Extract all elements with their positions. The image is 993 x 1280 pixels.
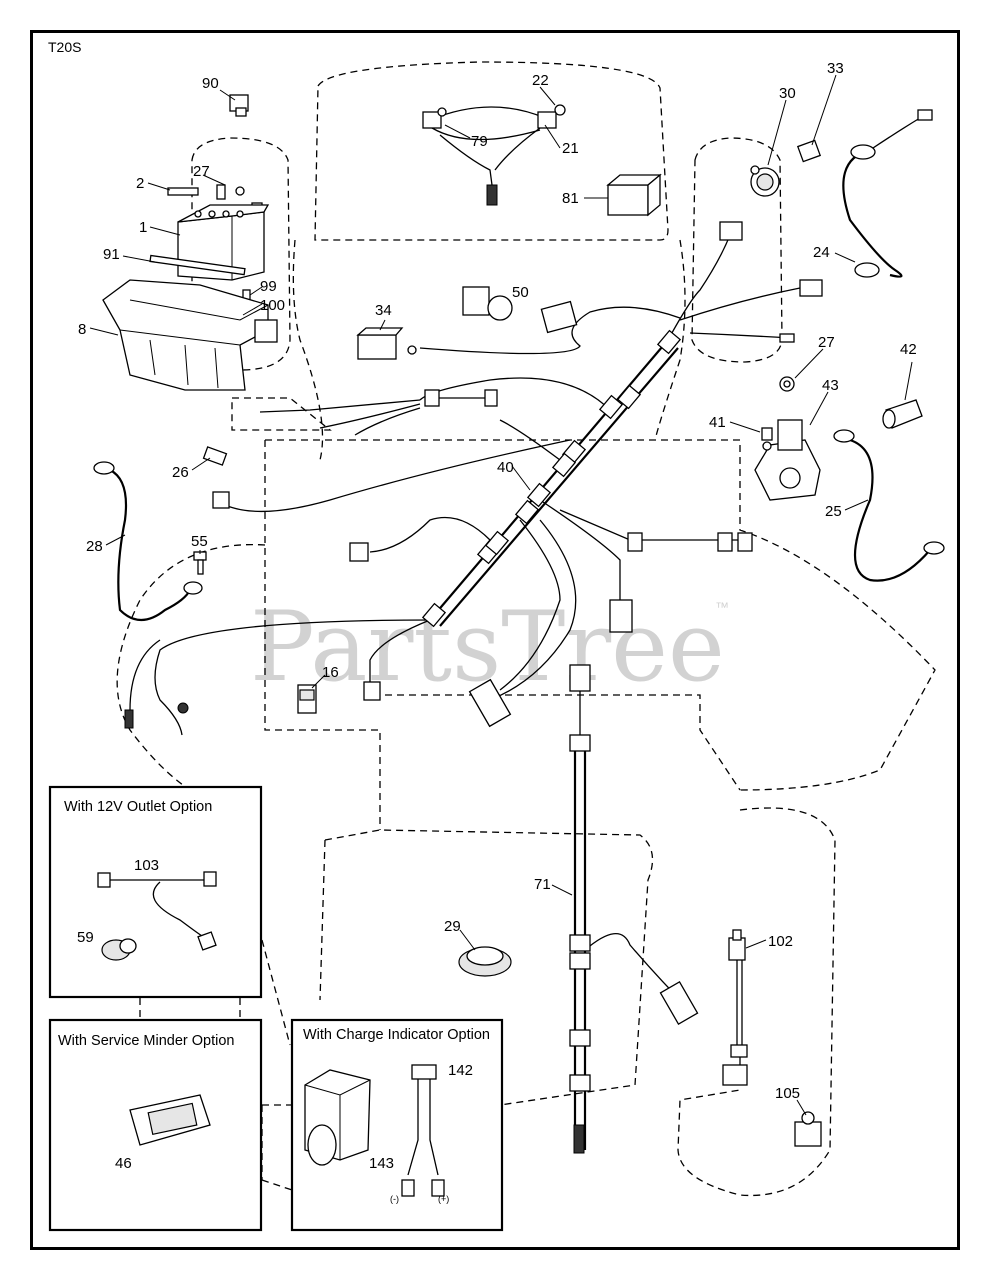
label-90: 90 <box>202 75 219 92</box>
label-33: 33 <box>827 60 844 77</box>
part-27-nut <box>779 376 795 392</box>
label-16: 16 <box>322 664 339 681</box>
label-1: 1 <box>139 219 147 236</box>
label-27a: 27 <box>193 163 210 180</box>
label-55: 55 <box>191 533 208 550</box>
label-2: 2 <box>136 175 144 192</box>
diagram-code: T20S <box>48 39 81 55</box>
part-90 <box>229 94 249 117</box>
charge-terminal-neg: (-) <box>390 1194 399 1204</box>
part-55 <box>193 551 207 575</box>
outlet-option-title: With 12V Outlet Option <box>64 799 212 815</box>
charge-option-title: With Charge Indicator Option <box>303 1027 490 1043</box>
diagram-frame <box>30 30 960 1250</box>
part-16 <box>297 684 317 714</box>
part-30 <box>750 165 780 197</box>
label-30: 30 <box>779 85 796 102</box>
part-102 <box>722 929 748 1086</box>
label-21: 21 <box>562 140 579 157</box>
part-81 <box>606 173 662 217</box>
label-28: 28 <box>86 538 103 555</box>
label-40: 40 <box>497 459 514 476</box>
label-105: 105 <box>775 1085 800 1102</box>
label-103: 103 <box>134 857 159 874</box>
label-8: 8 <box>78 321 86 338</box>
label-91: 91 <box>103 246 120 263</box>
label-34: 34 <box>375 302 392 319</box>
part-42 <box>882 399 923 429</box>
label-22: 22 <box>532 72 549 89</box>
charge-terminal-pos: (+) <box>438 1194 449 1204</box>
part-24 <box>842 109 933 278</box>
connectors <box>212 221 823 1025</box>
label-25: 25 <box>825 503 842 520</box>
label-100: 100 <box>260 297 285 314</box>
label-26: 26 <box>172 464 189 481</box>
label-24: 24 <box>813 244 830 261</box>
part-28-cable <box>93 461 203 622</box>
part-25-cable <box>833 429 945 582</box>
service-option-box: With Service Minder Option 46 <box>48 1018 263 1232</box>
label-99: 99 <box>260 278 277 295</box>
label-27b: 27 <box>818 334 835 351</box>
label-71: 71 <box>534 876 551 893</box>
label-41: 41 <box>709 414 726 431</box>
part-headlights <box>422 104 566 206</box>
part-41 <box>761 427 773 451</box>
part-8-tray <box>102 279 278 391</box>
connector-top-right <box>719 221 743 241</box>
part-29 <box>458 946 512 977</box>
watermark-tm: ™ <box>715 599 729 615</box>
label-59: 59 <box>77 929 94 946</box>
label-43: 43 <box>822 377 839 394</box>
outlet-option-box: With 12V Outlet Option 103 59 <box>48 785 263 999</box>
part-26 <box>202 446 228 466</box>
part-33 <box>796 139 822 163</box>
label-79: 79 <box>471 133 488 150</box>
service-option-title: With Service Minder Option <box>58 1033 234 1049</box>
part-34 <box>356 327 404 360</box>
part-43-solenoid <box>754 419 821 501</box>
part-labels: 90 22 30 33 27 2 21 79 1 81 91 24 99 100… <box>78 60 917 1102</box>
label-143: 143 <box>369 1155 394 1172</box>
part-91-strap <box>149 254 246 276</box>
ground-leads <box>124 639 189 729</box>
label-81: 81 <box>562 190 579 207</box>
harness-clips <box>421 329 753 1154</box>
part-105 <box>794 1111 822 1147</box>
part-50 <box>462 286 513 321</box>
label-142: 142 <box>448 1062 473 1079</box>
label-29: 29 <box>444 918 461 935</box>
label-50: 50 <box>512 284 529 301</box>
label-102: 102 <box>768 933 793 950</box>
label-46: 46 <box>115 1155 132 1172</box>
charge-option-box: With Charge Indicator Option 142 143 (-)… <box>290 1018 504 1232</box>
label-42: 42 <box>900 341 917 358</box>
